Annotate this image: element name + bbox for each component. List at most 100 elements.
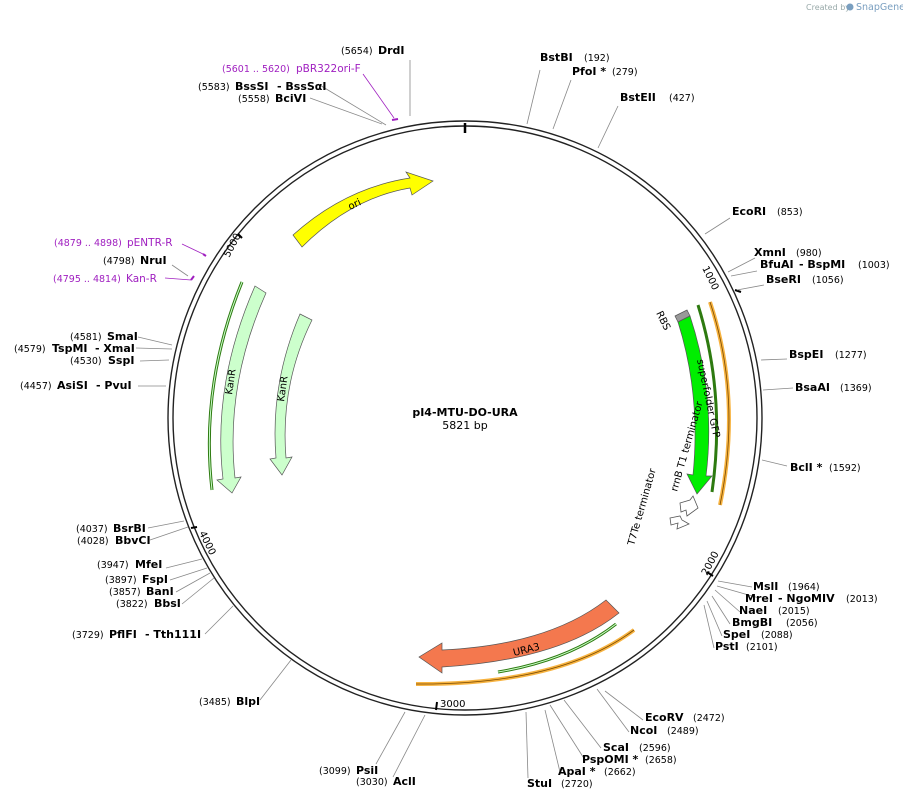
site-apai[interactable]: ApaI * [558,765,596,778]
site-fspi[interactable]: FspI [142,573,168,586]
site-pos: (980) [796,248,822,259]
site-ecori[interactable]: EcoRI [732,205,766,218]
feature-kanr-2[interactable]: KanR [269,313,313,476]
feature-ura3[interactable]: URA3 [415,599,636,687]
site-bbvci[interactable]: BbvCI [115,534,151,547]
site-pos: (1369) [840,383,872,394]
site-bcivi[interactable]: BciVI [275,92,306,105]
site-pfoi[interactable]: PfoI * [572,65,606,78]
site-pos: (2088) [761,630,793,641]
snapgene-credit: Created by SnapGene [806,2,903,13]
site-smai[interactable]: SmaI [107,330,138,343]
site-pos: (427) [669,93,695,104]
site-pos: (3099) [319,766,351,777]
site-mfei[interactable]: MfeI [135,558,162,571]
site-bsrbi[interactable]: BsrBI [113,522,146,535]
site-pos: (279) [612,67,638,78]
site-pos: (3729) [72,630,104,641]
site-pos: (3947) [97,560,129,571]
site-ecorv[interactable]: EcoRV [645,711,684,724]
site-pos: (3030) [356,777,388,788]
plasmid-size: 5821 bp [442,419,487,432]
site-stui[interactable]: StuI [527,777,552,790]
tick-label-3000: 3000 [440,699,465,710]
site-bfuai[interactable]: BfuAI [760,258,794,271]
feature-label-ori: ori [347,197,363,212]
site-pos: (4530) [70,356,102,367]
site-ngomiv[interactable]: - NgoMIV [778,592,835,605]
site-tth111i[interactable]: - Tth111I [145,628,201,641]
feature-label-rbs: RBS [653,309,672,332]
site-msli[interactable]: MslI [753,580,778,593]
site-bbsi[interactable]: BbsI [154,597,181,610]
site-bstbi[interactable]: BstBI [540,51,573,64]
site-nrui[interactable]: NruI [140,254,167,267]
tick-label-4000: 4000 [196,529,217,557]
site-pos: (4581) [70,332,102,343]
tick-mark [190,526,198,529]
site-pos: (5583) [198,82,230,93]
site-bcli[interactable]: BclI * [790,461,823,474]
site-bsssai[interactable]: - BssSαI [277,80,326,93]
primer-pentr-r[interactable]: pENTR-R [127,237,173,249]
site-pflfi[interactable]: PflFI [109,628,137,641]
primer-mark-pentr [202,253,207,257]
site-scai[interactable]: ScaI [603,741,629,754]
site-xmni[interactable]: XmnI [754,246,786,259]
feature-kanr-1[interactable]: KanR [207,281,267,494]
site-bspei[interactable]: BspEI [789,348,823,361]
site-xmai[interactable]: - XmaI [95,342,135,355]
credit-brand: SnapGene [856,2,903,13]
site-asisi[interactable]: AsiSI [57,379,88,392]
site-psti[interactable]: PstI [715,640,739,653]
site-pos: (2472) [693,713,725,724]
site-pos: (1592) [829,463,861,474]
site-pos: (2658) [645,755,677,766]
site-pos: (4028) [77,536,109,547]
site-pos: (3822) [116,599,148,610]
tick-mark [706,571,714,577]
site-labels: (5654) DrdI BstBI (192) PfoI * (279) Bst… [14,44,890,790]
site-pspomi[interactable]: PspOMI * [582,753,639,766]
backbone-outer-circle [167,120,763,716]
tick-label-1000: 1000 [699,264,720,292]
site-mrei[interactable]: MreI [745,592,773,605]
site-sspi[interactable]: SspI [108,354,134,367]
primer-kan-r[interactable]: Kan-R [126,273,157,285]
site-ncoi[interactable]: NcoI [630,724,657,737]
primer-pbr322ori-f[interactable]: pBR322ori-F [296,63,361,75]
site-pos: (192) [584,53,610,64]
site-pos: (2013) [846,594,878,605]
site-pos: (2015) [778,606,810,617]
site-pos: (1964) [788,582,820,593]
primer-labels: (5601 .. 5620) pBR322ori-F (4879 .. 4898… [53,63,361,285]
site-bspmi[interactable]: - BspMI [799,258,845,271]
site-blpi[interactable]: BlpI [236,695,260,708]
site-bani[interactable]: BanI [146,585,174,598]
site-pos: (2056) [786,618,818,629]
site-bmgbi[interactable]: BmgBI [732,616,772,629]
site-pos: (2596) [639,743,671,754]
site-pos: (853) [777,207,803,218]
site-psii[interactable]: PsiI [356,764,378,777]
site-bseri[interactable]: BseRI [766,273,801,286]
feature-ori[interactable]: ori [292,171,434,248]
site-bsteii[interactable]: BstEII [620,91,656,104]
site-pos: (5654) [341,46,373,57]
site-pos: (4037) [76,524,108,535]
primer-mark-kanr [190,275,195,281]
snapgene-logo-icon [846,3,854,11]
site-tspmi[interactable]: TspMI [52,342,88,355]
site-bsssi[interactable]: BssSI [235,80,269,93]
site-naei[interactable]: NaeI [739,604,767,617]
primer-leader-lines [164,73,395,281]
credit-prefix: Created by [806,3,850,12]
site-pvui[interactable]: - PvuI [96,379,132,392]
site-bsaai[interactable]: BsaAI [795,381,830,394]
site-drdi[interactable]: DrdI [378,44,405,57]
site-pos: (3485) [199,697,231,708]
feature-label-t7te: T7Te terminator [626,467,659,548]
site-pos: (1056) [812,275,844,286]
site-spei[interactable]: SpeI [723,628,750,641]
site-acli[interactable]: AclI [393,775,416,788]
